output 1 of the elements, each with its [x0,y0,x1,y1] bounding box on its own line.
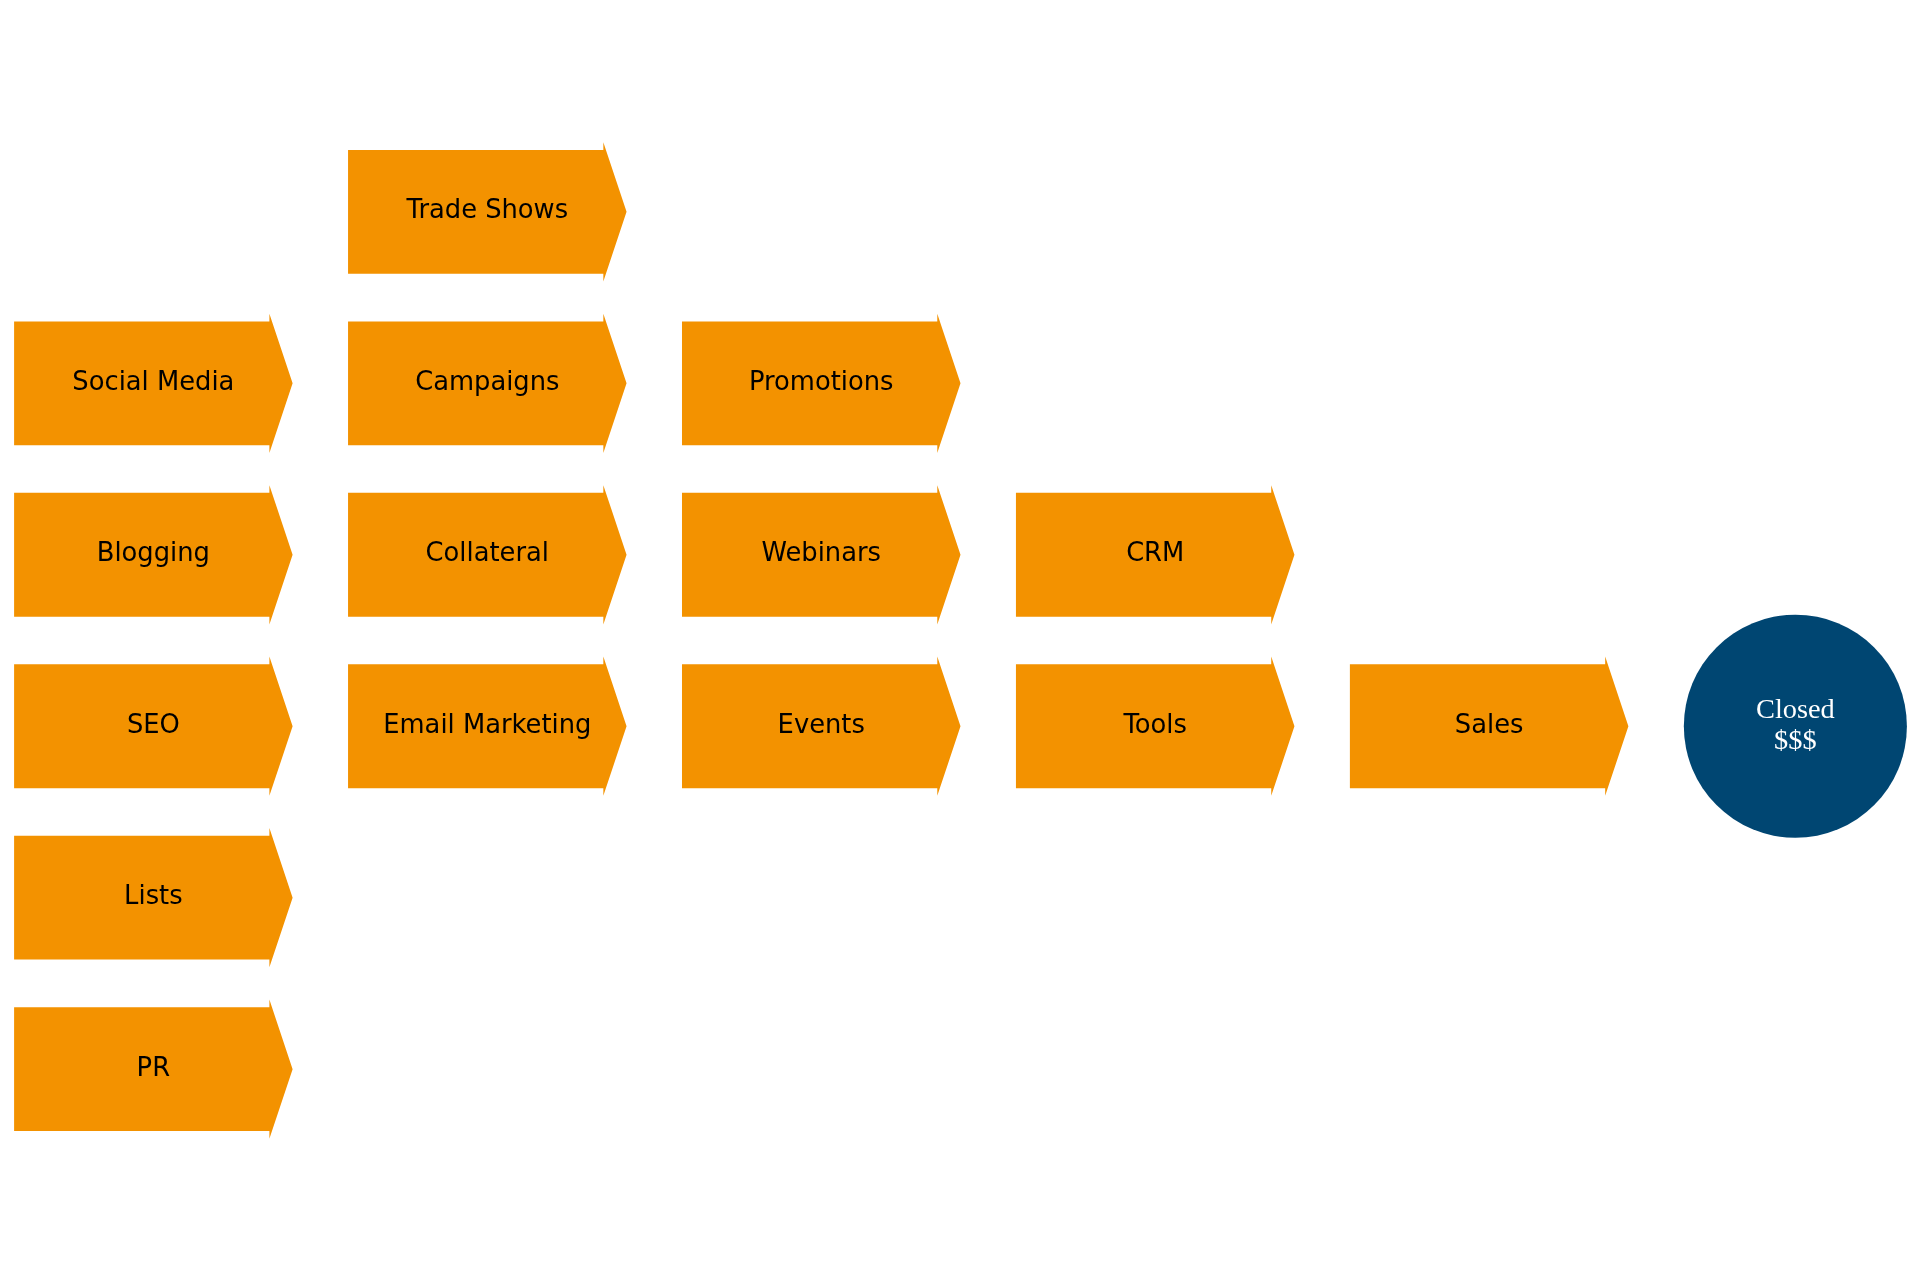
node-circle: Closed $$$ [1683,614,1907,838]
